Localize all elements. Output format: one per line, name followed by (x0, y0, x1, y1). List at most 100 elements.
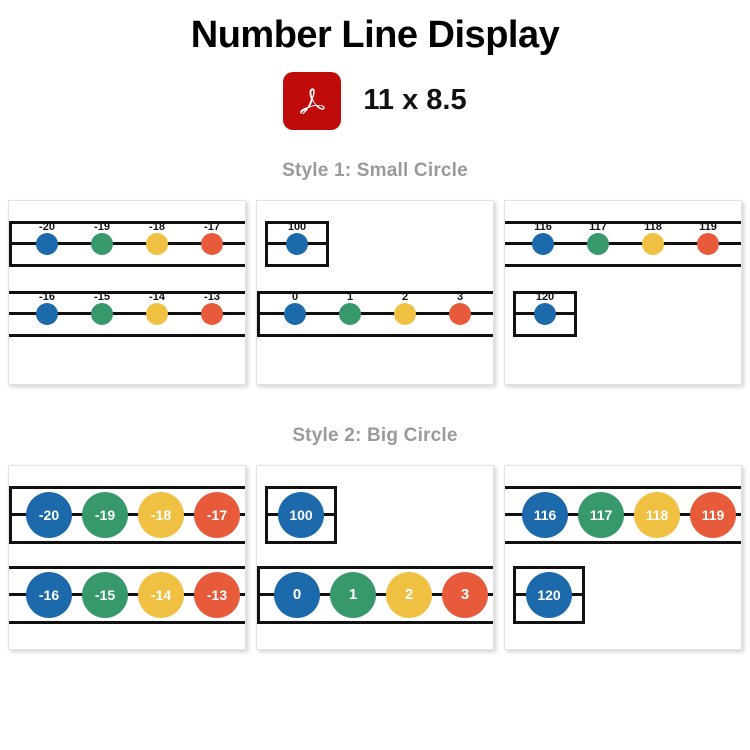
number-node[interactable]: 1 (330, 571, 376, 618)
strip-end-cap-left (9, 220, 12, 267)
strip-end-cap-left (513, 290, 516, 337)
document-meta-row: 11 x 8.5 (0, 71, 750, 130)
page-title: Number Line Display (190, 14, 560, 56)
strip-rule-top (9, 485, 245, 489)
number-node-label: 116 (534, 220, 552, 233)
number-node[interactable]: 120 (526, 571, 572, 618)
number-node[interactable]: 2 (386, 571, 432, 618)
number-node[interactable] (36, 302, 58, 325)
strip-rule-bottom (505, 540, 741, 544)
strip-rule-bottom (513, 333, 577, 337)
number-node[interactable] (534, 302, 556, 325)
number-node[interactable]: 100 (278, 491, 324, 538)
number-node[interactable]: 3 (442, 571, 488, 618)
number-node[interactable]: -20 (26, 491, 72, 538)
strip-rule-top (513, 290, 577, 294)
number-node[interactable]: -19 (82, 491, 128, 538)
strip-end-cap-left (257, 565, 260, 624)
strip-rule-bottom (513, 620, 585, 624)
number-line-card[interactable]: -20-19-18-17 -16-15-14-13 (8, 464, 246, 650)
number-node-label: 1 (346, 290, 354, 303)
number-node-label: 0 (291, 290, 299, 303)
number-node[interactable] (286, 232, 308, 255)
section-title: Style 2: Big Circle (292, 424, 458, 446)
strip-rule-top (505, 485, 741, 489)
number-node[interactable] (697, 232, 719, 255)
number-node-label: -18 (149, 220, 165, 233)
number-line-strip[interactable]: 100 (265, 485, 337, 544)
number-node[interactable]: -15 (82, 571, 128, 618)
number-node[interactable]: 117 (578, 491, 624, 538)
number-node[interactable] (587, 232, 609, 255)
number-node[interactable] (394, 302, 416, 325)
strip-end-cap-right (574, 290, 577, 337)
strip-rule-bottom (265, 263, 329, 267)
number-node[interactable]: -14 (138, 571, 184, 618)
number-node[interactable] (146, 302, 168, 325)
number-node[interactable] (532, 232, 554, 255)
strip-axis-line (257, 312, 493, 316)
number-node-label: -14 (149, 290, 165, 303)
sections-container: Style 1: Small Circle-20-19-18-17-16-15-… (0, 160, 750, 650)
number-node[interactable]: -17 (194, 491, 240, 538)
number-node-label: 120 (535, 290, 555, 303)
number-node[interactable]: 118 (634, 491, 680, 538)
section-style-1: Style 1: Small Circle-20-19-18-17-16-15-… (0, 160, 750, 385)
number-node[interactable] (449, 302, 471, 325)
section-title: Style 1: Small Circle (282, 159, 468, 181)
number-node-label: 119 (699, 220, 717, 233)
number-line-strip[interactable]: -20-19-18-17 (9, 485, 245, 544)
number-line-strip[interactable]: -16-15-14-13 (9, 290, 245, 337)
number-node[interactable] (339, 302, 361, 325)
number-node[interactable]: 119 (690, 491, 736, 538)
number-line-strip[interactable]: 100 (265, 220, 329, 267)
number-node[interactable] (91, 232, 113, 255)
section-style-2: Style 2: Big Circle -20-19-18-17 -16-15-14… (0, 425, 750, 650)
number-node[interactable] (284, 302, 306, 325)
number-node[interactable]: -16 (26, 571, 72, 618)
strip-rule-top (9, 220, 245, 224)
number-node[interactable]: -18 (138, 491, 184, 538)
number-line-strip[interactable]: -20-19-18-17 (9, 220, 245, 267)
number-node-label: 2 (401, 290, 409, 303)
strip-end-cap-right (334, 485, 337, 544)
number-node[interactable] (642, 232, 664, 255)
number-line-card[interactable]: -20-19-18-17-16-15-14-13 (8, 199, 246, 385)
strip-rule-top (265, 485, 337, 489)
number-node[interactable]: 116 (522, 491, 568, 538)
number-node[interactable]: 0 (274, 571, 320, 618)
strip-rule-top (9, 290, 245, 294)
number-node-label: -19 (94, 220, 110, 233)
number-node-label: 117 (589, 220, 607, 233)
page-size-label: 11 x 8.5 (363, 84, 467, 117)
strip-end-cap-left (257, 290, 260, 337)
number-node[interactable] (36, 232, 58, 255)
number-node[interactable]: -13 (194, 571, 240, 618)
number-node[interactable] (91, 302, 113, 325)
strip-rule-bottom (9, 333, 245, 337)
number-node[interactable] (201, 302, 223, 325)
number-line-strip[interactable]: -16-15-14-13 (9, 565, 245, 624)
strip-rule-top (9, 565, 245, 569)
number-node-label: -13 (204, 290, 220, 303)
number-node-label: 100 (287, 220, 307, 233)
number-line-strip[interactable]: 120 (513, 290, 577, 337)
strip-rule-bottom (9, 620, 245, 624)
number-node[interactable] (146, 232, 168, 255)
number-line-strip[interactable]: 120 (513, 565, 585, 624)
strip-rule-top (265, 220, 329, 224)
number-node[interactable] (201, 232, 223, 255)
strip-rule-top (513, 565, 585, 569)
strip-end-cap-left (9, 485, 12, 544)
